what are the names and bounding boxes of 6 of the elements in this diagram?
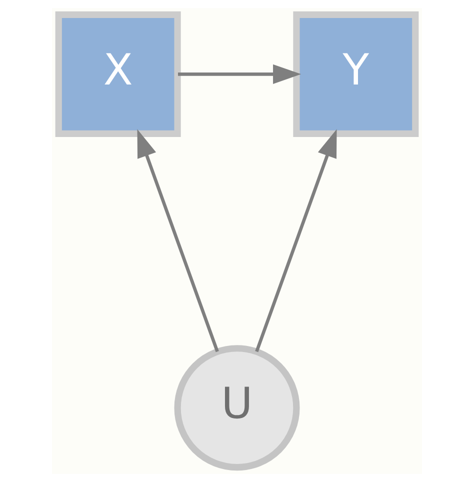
node-circle: U [174, 345, 300, 471]
arrow [178, 64, 302, 84]
arrow [137, 129, 219, 352]
node-box: Y [293, 11, 419, 137]
arrow [255, 129, 337, 352]
node-box: X [55, 11, 181, 137]
